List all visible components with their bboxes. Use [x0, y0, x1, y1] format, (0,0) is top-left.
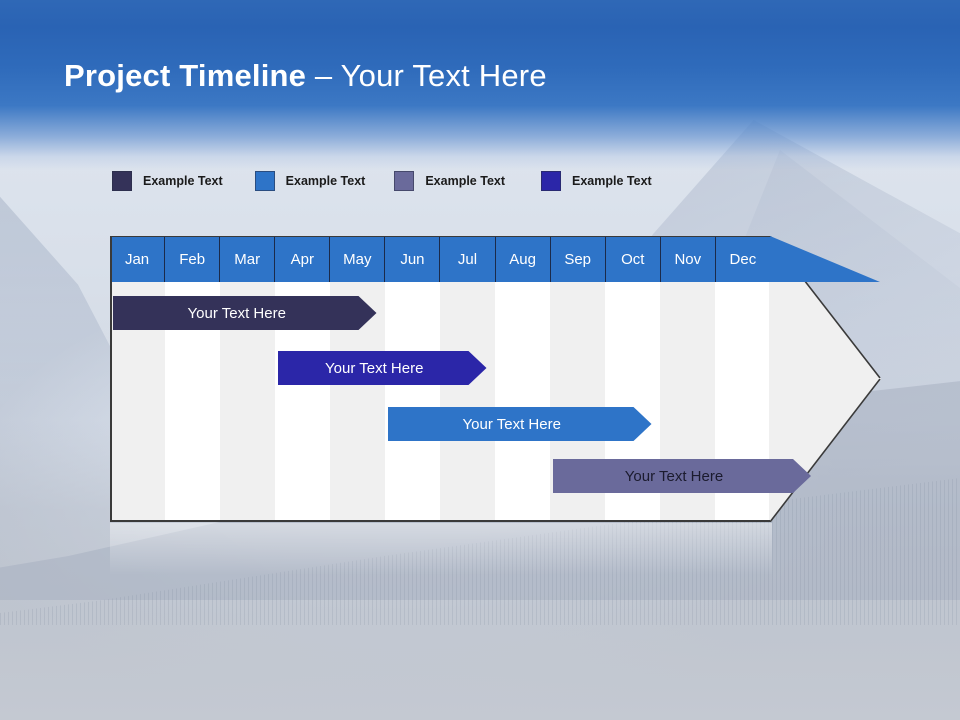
- legend-swatch: [254, 171, 275, 191]
- timeline-bar-shape: [278, 351, 487, 385]
- month-header-mar[interactable]: Mar: [220, 236, 276, 282]
- timeline-bar-shape: [113, 296, 377, 330]
- legend-label: Example Text: [572, 174, 652, 188]
- chart-legend: Example Text Example Text Example Text Exam…: [112, 170, 652, 192]
- column-band-aug: [495, 236, 550, 522]
- month-header-sep[interactable]: Sep: [551, 236, 606, 282]
- legend-label: Example Text: [143, 174, 223, 188]
- timeline-bar-shape: [553, 459, 811, 493]
- column-band-feb: [165, 236, 220, 522]
- legend-item[interactable]: Example Text: [541, 171, 652, 191]
- month-header-oct[interactable]: Oct: [606, 236, 661, 282]
- month-header-may[interactable]: May: [330, 236, 386, 282]
- legend-item[interactable]: Example Text: [394, 171, 505, 191]
- title-separator: –: [306, 58, 341, 93]
- month-header-nov[interactable]: Nov: [661, 236, 716, 282]
- month-header-apr[interactable]: Apr: [275, 236, 331, 282]
- timeline-bar-1[interactable]: Your Text Here: [113, 296, 377, 330]
- legend-label: Example Text: [425, 174, 506, 188]
- legend-swatch: [112, 171, 132, 191]
- title-strong-part: Project Timeline: [64, 58, 307, 93]
- chart-column-bands: [110, 236, 770, 522]
- month-header-feb[interactable]: Feb: [165, 236, 221, 282]
- timeline-bar-label: Your Text Here: [187, 304, 286, 322]
- legend-item[interactable]: Example Text: [254, 171, 366, 191]
- legend-swatch: [541, 171, 562, 191]
- timeline-bar-2[interactable]: Your Text Here: [278, 351, 487, 385]
- timeline-bar-label: Your Text Here: [462, 415, 561, 433]
- column-band-mar: [220, 236, 275, 522]
- month-header-jul[interactable]: Jul: [440, 236, 496, 282]
- legend-swatch: [394, 171, 415, 191]
- timeline-bar-label: Your Text Here: [624, 467, 724, 485]
- month-header-jun[interactable]: Jun: [385, 236, 441, 282]
- page-title: Project Timeline – Your Text Here: [64, 58, 547, 94]
- legend-item[interactable]: Example Text: [112, 171, 223, 191]
- timeline-bar-shape: [388, 407, 652, 441]
- month-header-dec[interactable]: Dec: [729, 250, 757, 268]
- timeline-bar-4[interactable]: Your Text Here: [553, 459, 811, 493]
- title-banner: [0, 0, 960, 170]
- column-band-jan: [110, 236, 165, 522]
- title-light-part: Your Text Here: [340, 58, 547, 93]
- timeline-bar-label: Your Text Here: [325, 359, 424, 377]
- chart-top-rule: [110, 236, 770, 237]
- timeline-bar-3[interactable]: Your Text Here: [388, 407, 652, 441]
- month-header-aug[interactable]: Aug: [496, 236, 551, 282]
- legend-label: Example Text: [285, 174, 366, 188]
- month-header-jan[interactable]: Jan: [110, 236, 166, 282]
